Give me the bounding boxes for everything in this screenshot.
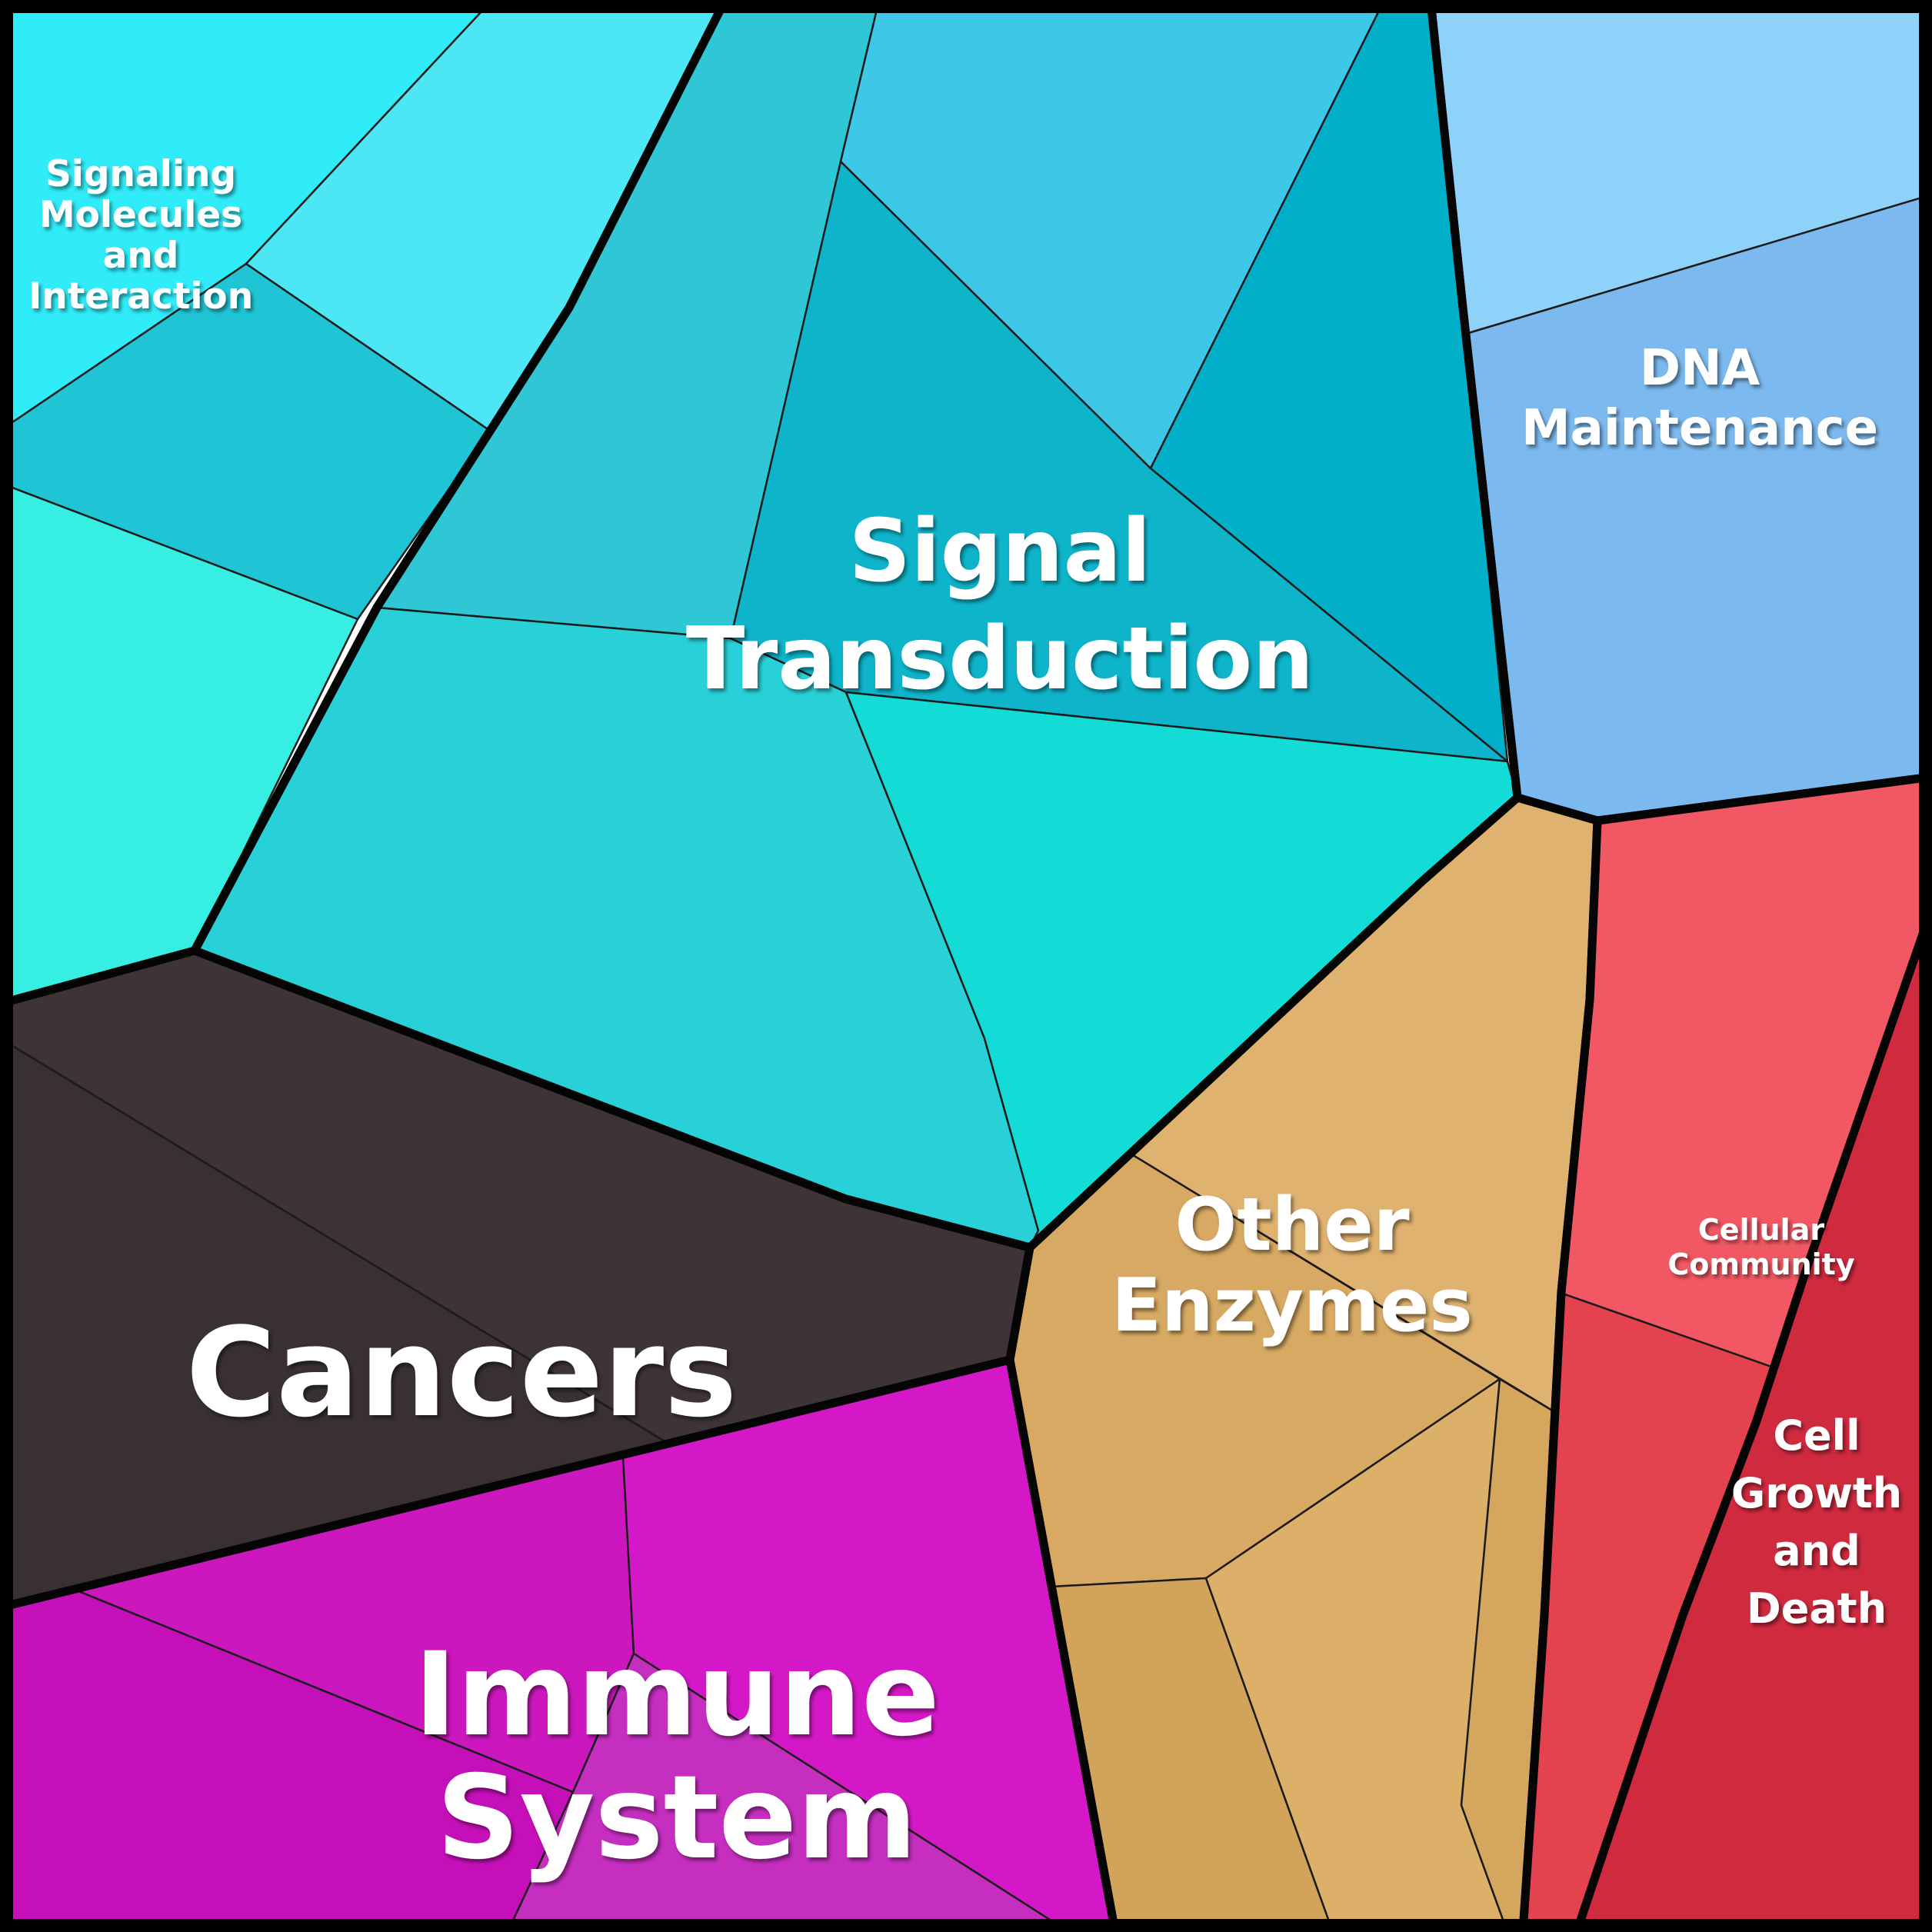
label-line: DNA [1640,340,1760,397]
region-other-enzymes [1008,796,1599,1932]
label-line: Cellular [1698,1213,1824,1247]
label-line: Other [1174,1183,1409,1267]
label-line: Interaction [28,275,253,318]
border-cell-growth-and-death [1572,903,1932,1932]
signaling-molecules-cell-2 [0,262,491,621]
region-dna-maintenance [1429,0,1932,822]
region-signal-transduction [193,0,1519,1249]
label-line: and [1773,1527,1860,1575]
border-immune-system [0,1355,1120,1932]
label-cancers: Cancers [186,1301,738,1444]
label-line: Death [1747,1584,1887,1633]
label-line: and [103,235,179,277]
region-immune-system [0,1358,1117,1932]
label-line: Maintenance [1521,400,1878,457]
label-line: Transduction [686,609,1314,709]
label-line: System [437,1751,918,1885]
label-line: Immune [414,1628,940,1762]
label-line: Cell [1773,1411,1860,1460]
immune-system-cell-3 [506,1652,1071,1932]
region-signaling-molecules [0,0,727,1005]
label-line: Molecules [39,194,242,236]
label-line: Growth [1731,1469,1902,1517]
label-line: Signal [849,501,1151,601]
label-line: Community [1667,1247,1854,1281]
label-line: Signaling [45,153,236,195]
label-line: Enzymes [1111,1264,1473,1348]
label-line: Cancers [186,1301,738,1444]
